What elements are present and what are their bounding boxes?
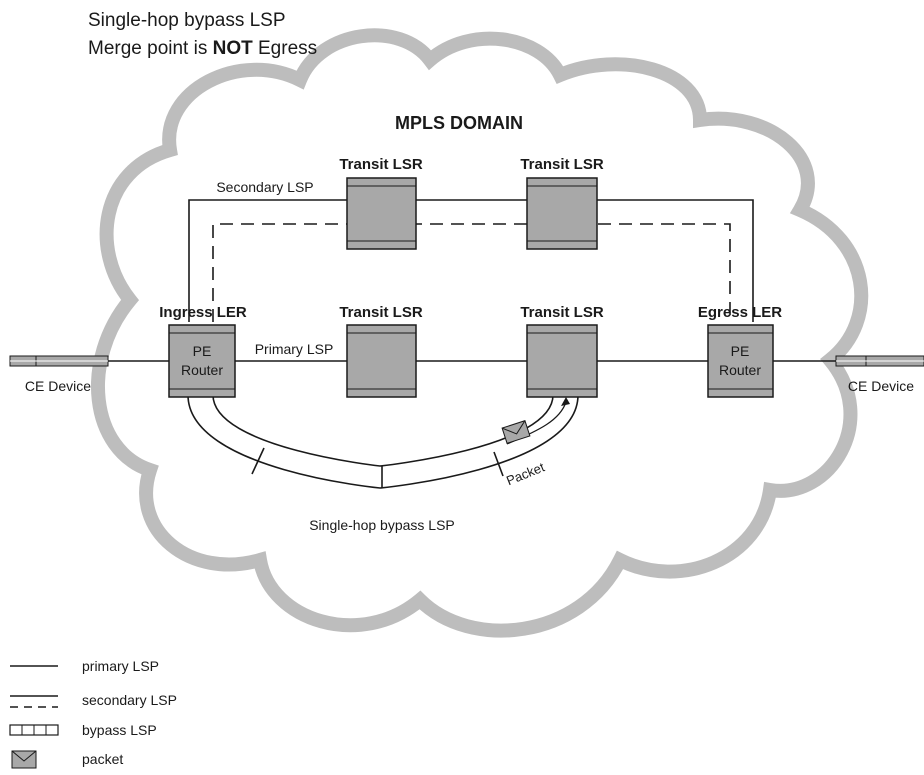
ce-device-right-label: CE Device [848,378,914,394]
secondary-lsp-path [188,199,754,322]
packet-arrowhead [561,397,570,406]
labels: MPLS DOMAIN Transit LSR Transit LSR Seco… [25,113,914,533]
packet-envelope-icon [501,420,531,444]
bypass-lsp-outer [187,394,579,489]
ingress-pe-label: PE [193,343,212,359]
mpls-cloud [90,28,869,638]
bypass-lsp-label: Single-hop bypass LSP [309,517,455,533]
domain-title: MPLS DOMAIN [395,113,523,133]
secondary-lsp-label: Secondary LSP [216,179,313,195]
bypass-bar-icon [9,724,59,736]
subtitle-bold: NOT [212,38,253,59]
ingress-ler-label: Ingress LER [159,304,247,321]
egress-ler-label: Egress LER [698,304,782,321]
diagram-subtitle-line2: Merge point is NOT Egress [88,38,317,60]
transit-lsr-mid-2 [526,324,598,398]
egress-ler-router [707,324,774,398]
legend-label: secondary LSP [82,692,177,708]
envelope-icon [11,750,37,769]
transit-lsr-top-1 [346,177,417,250]
subtitle-pre: Merge point is [88,38,213,59]
ingress-ler-router [168,324,236,398]
transit-lsr-mid-2-label: Transit LSR [520,304,604,321]
legend-label: bypass LSP [82,722,157,738]
bypass-seg-1 [251,447,265,475]
egress-pe-label: PE [731,343,750,359]
primary-lsp-label: Primary LSP [255,341,334,357]
subtitle-post: Egress [252,38,318,59]
transit-lsr-mid-1-label: Transit LSR [339,304,423,321]
legend: primary LSP secondary LSP bypass LSP pac… [9,658,177,769]
transit-lsr-top-2 [526,177,598,250]
diagram-subtitle-line1: Single-hop bypass LSP [88,10,286,31]
bypass-seg-3 [493,451,504,477]
egress-router-label: Router [719,362,761,378]
transit-lsr-mid-1 [346,324,417,398]
transit-lsr-top-1-label: Transit LSR [339,156,423,173]
ce-device-right [835,355,924,367]
dashed-line-icon [10,695,58,708]
ingress-router-label: Router [181,362,223,378]
ce-device-left [9,355,109,367]
ce-device-left-label: CE Device [25,378,91,394]
secondary-lsp-dashed [212,223,731,322]
transit-lsr-top-2-label: Transit LSR [520,156,604,173]
legend-label: packet [82,751,123,767]
legend-label: primary LSP [82,658,159,674]
